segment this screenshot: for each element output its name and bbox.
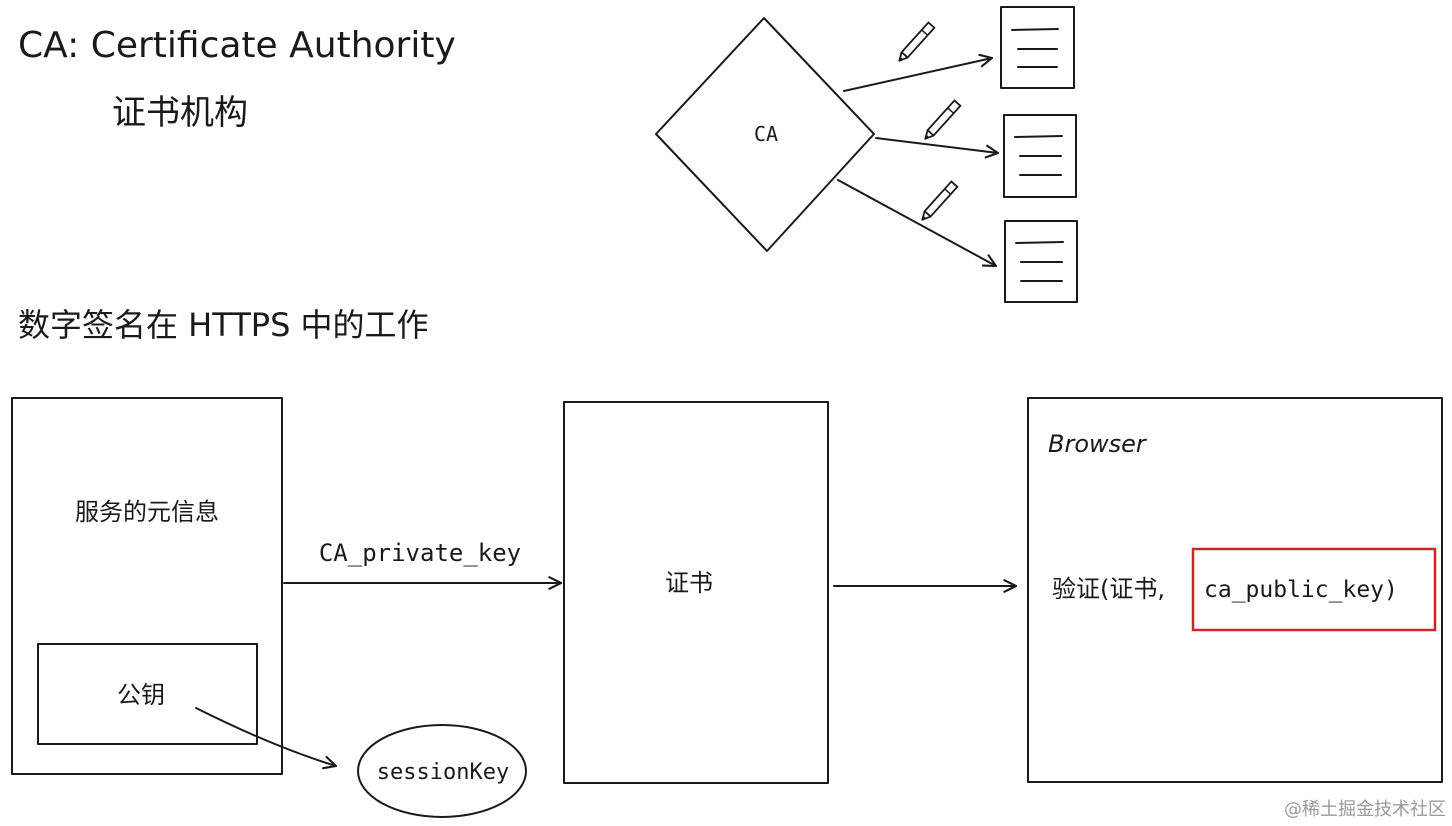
- highlight-box: [1191, 547, 1437, 632]
- document-icon: [1000, 6, 1075, 89]
- pen-icon: [898, 21, 936, 62]
- server-meta-label: 服务的元信息: [75, 498, 219, 526]
- ca-arrow-1: [843, 53, 994, 92]
- pen-icon: [921, 180, 959, 221]
- ca-diamond-node: CA: [655, 17, 875, 252]
- session-key-label: sessionKey: [377, 760, 509, 785]
- browser-label: Browser: [1048, 430, 1148, 458]
- document-icon: [1004, 220, 1078, 303]
- verify-key: ca_public_key): [1204, 577, 1398, 603]
- pen-icon: [924, 99, 962, 140]
- browser-box: Browser 验证(证书, ca_public_key): [1027, 397, 1443, 783]
- watermark: @稀土掘金技术社区: [1284, 799, 1446, 820]
- certificate-box: 证书: [563, 401, 829, 784]
- server-meta-box: 服务的元信息: [11, 397, 283, 775]
- title-chinese: 证书机构: [112, 93, 248, 133]
- ca-arrow-3: [837, 179, 998, 268]
- certificate-label: 证书: [665, 569, 713, 597]
- session-key-node: sessionKey: [357, 724, 527, 818]
- public-key-arrow: [195, 707, 338, 770]
- ca-private-key-label: CA_private_key: [319, 539, 521, 567]
- title-english: CA: Certificate Authority: [18, 25, 456, 66]
- document-icon: [1003, 114, 1077, 198]
- public-key-label: 公钥: [117, 681, 165, 709]
- ca-diamond-shape: [655, 17, 875, 252]
- ca-arrow-2: [875, 137, 1000, 159]
- section-heading: 数字签名在 HTTPS 中的工作: [18, 306, 429, 344]
- ca-node-label: CA: [754, 122, 778, 146]
- verify-prefix: 验证(证书,: [1052, 575, 1165, 603]
- public-key-box: 公钥: [37, 643, 258, 745]
